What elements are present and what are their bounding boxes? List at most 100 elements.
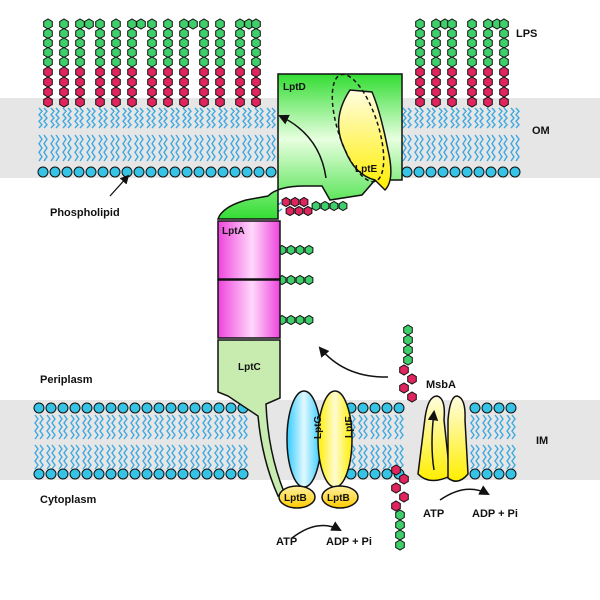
im-lower-tail [370, 444, 375, 470]
im-lower-tail [154, 444, 159, 470]
lps-lipid-a-sugar [199, 66, 209, 78]
im-lower-tail [243, 444, 248, 470]
lps-lipid-a-sugar [483, 76, 493, 88]
im-lower-tail [51, 444, 56, 470]
im-lower-tail [87, 444, 92, 470]
om-outer-tail [450, 107, 455, 129]
om-outer-tail [211, 107, 216, 129]
lps-o-antigen-sugar [75, 56, 85, 68]
om-inner-tail [254, 134, 259, 162]
lps-o-antigen-sugar [59, 18, 69, 30]
im-upper-tail [166, 414, 171, 440]
cytoplasmic-lps-sugar [395, 529, 405, 541]
lps-o-antigen-sugar [59, 27, 69, 40]
label-cytoplasm: Cytoplasm [40, 494, 96, 506]
om-inner-tail [206, 134, 211, 162]
lps-o-antigen-sugar [75, 37, 85, 49]
om-inner-tail [151, 134, 156, 162]
lps-o-antigen-sugar [59, 56, 69, 68]
im-upper-tail [70, 414, 75, 440]
im-upper-tail [171, 414, 176, 440]
im-lower-tail [506, 444, 511, 470]
om-head-group [265, 166, 277, 178]
cytoplasmic-lps-lipid-a [399, 491, 409, 503]
om-head-group [49, 166, 61, 178]
im-upper-tail [375, 414, 380, 440]
lps-o-antigen-sugar [235, 27, 245, 40]
lps-lipid-a-sugar [147, 86, 157, 98]
im-head-group [201, 402, 213, 414]
im-head-group [81, 468, 93, 480]
om-inner-tail [55, 134, 60, 162]
lps-o-antigen-sugar [431, 46, 441, 59]
im-lower-tail [34, 444, 39, 470]
lps-o-antigen-sugar [467, 18, 477, 30]
lps-o-antigen-sugar [136, 18, 146, 30]
lps-lipid-a-sugar [415, 76, 425, 88]
im-lower-tail [178, 444, 183, 470]
im-upper-tail [394, 414, 399, 440]
lps-o-antigen-sugar [95, 37, 105, 49]
lps-o-antigen-sugar [447, 46, 457, 59]
im-lower-tail [219, 444, 224, 470]
lps-lipid-a-sugar [467, 96, 477, 108]
im-lower-tail [399, 444, 404, 470]
om-outer-tail [467, 107, 472, 129]
lps-o-antigen-sugar [447, 18, 457, 30]
im-head-group [213, 402, 225, 414]
om-head-group [169, 166, 181, 178]
om-inner-tail [211, 134, 216, 162]
transit-lps-sugar [320, 200, 330, 212]
lps-o-antigen-sugar [467, 46, 477, 59]
lps-lipid-a-sugar [467, 66, 477, 78]
im-head-group [177, 468, 189, 480]
om-outer-tail [498, 107, 503, 129]
im-head-group [57, 402, 69, 414]
lps-o-antigen-sugar [447, 27, 457, 40]
im-upper-tail [202, 414, 207, 440]
lps-o-antigen-sugar [59, 37, 69, 49]
im-lower-tail [183, 444, 188, 470]
lps-o-antigen-sugar [127, 18, 137, 30]
om-outer-tail [474, 107, 479, 129]
om-inner-tail [242, 134, 247, 162]
lps-lipid-a-sugar [75, 76, 85, 88]
transit-lps-sugar [304, 244, 314, 256]
om-outer-tail [479, 107, 484, 129]
msbA-right-subunit [447, 395, 469, 482]
im-upper-tail [351, 414, 356, 440]
im-lower-tail [494, 444, 499, 470]
lptB-left-protein [278, 485, 316, 509]
im-head-group [469, 468, 481, 480]
om-inner-tail [467, 134, 472, 162]
im-upper-tail [154, 414, 159, 440]
im-head-group [69, 402, 81, 414]
im-head-group [189, 402, 201, 414]
om-outer-tail [62, 107, 67, 129]
lps-o-antigen-sugar [467, 27, 477, 40]
label-phospholipid: Phospholipid [50, 207, 120, 219]
lps-o-antigen-sugar [199, 27, 209, 40]
om-inner-tail [450, 134, 455, 162]
msbA-bound-lps-sugar [403, 344, 413, 356]
label-adp-left: ADP + Pi [326, 536, 372, 548]
lps-lipid-a-sugar [467, 76, 477, 88]
lptB-right-protein [321, 485, 359, 509]
lps-o-antigen-sugar [75, 46, 85, 59]
cytoplasmic-lps-lipid-a [391, 482, 401, 494]
om-outer-tail [438, 107, 443, 129]
im-upper-tail [118, 414, 123, 440]
im-lower-tail [171, 444, 176, 470]
lps-o-antigen-sugar [467, 37, 477, 49]
lps-lipid-a-sugar [43, 66, 53, 78]
im-head-group [237, 468, 249, 480]
lps-lipid-a-sugar [251, 96, 261, 108]
om-inner-tail [235, 134, 240, 162]
lps-lipid-a-sugar [95, 66, 105, 78]
lps-o-antigen-sugar [415, 56, 425, 68]
cytoplasmic-lps-sugar [395, 509, 405, 521]
im-head-group [381, 402, 393, 414]
om-head-group [229, 166, 241, 178]
lps-lipid-a-sugar [199, 96, 209, 108]
